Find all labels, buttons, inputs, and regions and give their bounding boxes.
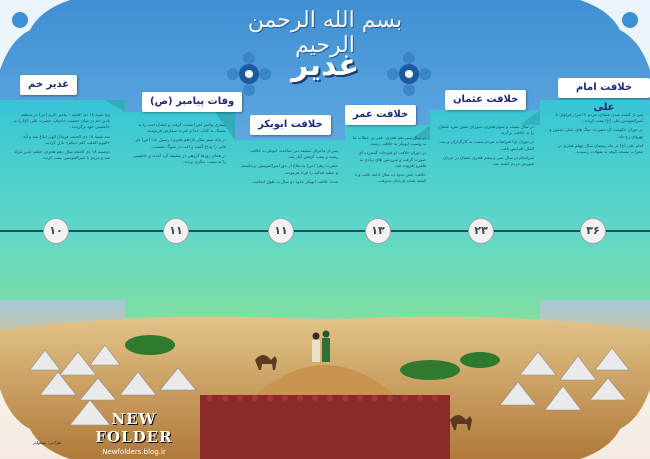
corner-ornament-top-right [580,0,650,70]
event-paragraph: پنج شنبه ۱۸ ذی الحجه - پیامبر اکرم (ص) د… [13,112,110,130]
event-text-othman: در سال بیست و سوم هجری، شورای شش نفره عث… [436,124,534,324]
year-marker-ghadir: ۱۰ [43,218,69,244]
event-paragraph: سرانجام در سال سی و پنجم هجری عثمان در ج… [443,154,534,167]
event-text-omar: در سال سیزدهم هجری، عمر بن خطاب بنا به و… [350,135,426,315]
event-paragraph: در ماه صفر سال یازدهم هجری، رسول خدا (ص)… [135,137,226,149]
event-paragraph: در سال سیزدهم هجری، عمر بن خطاب بنا به و… [352,135,426,147]
event-paragraph: مدت خلافت ابوبکر حدود دو سال به طول انجا… [251,178,338,184]
event-paragraph: حضرت زهرا (س) به دفاع از حق امیرالمومنین… [240,163,338,175]
brand-url: Newfolders.blog.ir [102,448,166,456]
event-label-ghadir: غدیر خم [20,75,78,95]
event-paragraph: در دوران حکومت آن حضرت، جنگ های جمل، صفی… [549,127,643,139]
event-label-imam-ali: خلافت امام علی [558,78,650,113]
event-label-othman: خلافت عثمان [445,90,527,110]
event-paragraph: دوشنبه ۱۸ ذی الحجه سال دهم هجری، خطبه غد… [14,149,110,161]
year-marker-imam-ali: ۳۶ [580,218,606,244]
event-paragraph: در همان روزها گروهی در سقیفه گرد آمدند و… [132,152,226,165]
event-label-prophet-death: وفات پیامبر (ص) [142,92,243,112]
event-paragraph: پس از ماجرای سقیفه بنی ساعده، ابوبکر به … [249,148,338,160]
corner-ornament-bottom-left [0,389,70,459]
event-text-imam-ali: پس از کشته شدن عثمان، مردم با اصرار فراو… [545,112,643,302]
event-text-abubakr: پس از ماجرای سقیفه بنی ساعده، ابوبکر به … [240,148,338,318]
year-marker-othman: ۲۳ [468,218,494,244]
corner-ornament-bottom-right [580,389,650,459]
event-paragraph: در دوران او اعتراضات مردم نسبت به کارگزا… [439,139,534,151]
corner-ornament-top-left [0,0,70,70]
page-title: غدیر [291,48,359,83]
rosette-ornament-left [227,52,271,96]
brand-block: NEW FOLDER Newfolders.blog.ir [86,410,182,456]
event-paragraph: بیماری پیامبر (ص) شدت گرفت و ایشان امت ر… [138,122,226,134]
year-marker-prophet-death: ۱۱ [163,218,189,244]
event-label-omar: خلافت عمر [345,105,417,125]
event-text-ghadir: پنج شنبه ۱۸ ذی الحجه - پیامبر اکرم (ص) د… [12,112,110,302]
timeline-line [0,230,650,232]
year-marker-abubakr: ۱۱ [268,218,294,244]
event-label-abubakr: خلافت ابوبکر [250,115,331,135]
event-paragraph: سه شنبه ۱۸ ذی الحجه، فرمان الهی ابلاغ شد… [23,133,110,145]
event-paragraph: امام علی (ع) در ماه رمضان سال چهلم هجری … [557,142,643,155]
event-paragraph: پس از کشته شدن عثمان، مردم با اصرار فراو… [555,112,643,124]
event-text-prophet-death: بیماری پیامبر (ص) شدت گرفت و ایشان امت ر… [128,122,226,312]
event-paragraph: در سال بیست و سوم هجری، شورای شش نفره عث… [438,124,534,136]
designer-credit: طراحی: نیوفولدر [32,440,62,445]
rosette-ornament-right [387,52,431,96]
year-marker-omar: ۱۳ [365,218,391,244]
event-paragraph: در دوران خلافت او فتوحات گسترده ای صورت … [358,150,426,168]
event-paragraph: خلافت عمر حدود ده سال ادامه یافت و با کش… [354,172,426,184]
basmala-calligraphy: بسم الله الرحمن الرحيم [247,8,403,58]
brand-logo-text: NEW FOLDER [95,410,173,446]
